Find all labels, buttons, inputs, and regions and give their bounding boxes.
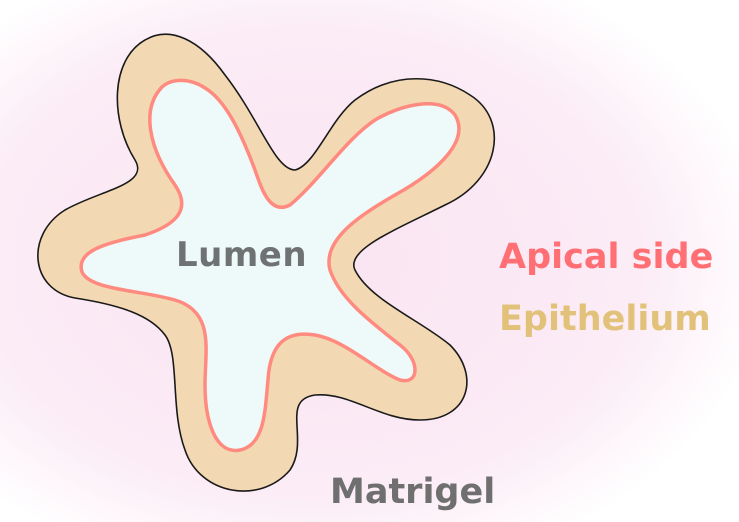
lumen-label: Lumen (176, 238, 307, 272)
matrigel-label: Matrigel (330, 475, 495, 510)
apical-side-label: Apical side (499, 240, 713, 275)
epithelium-label: Epithelium (499, 302, 711, 337)
